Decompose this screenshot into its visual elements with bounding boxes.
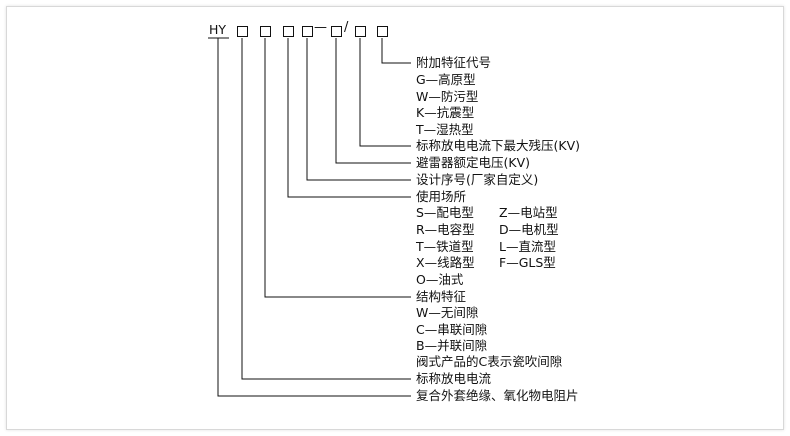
label-usage-place: 使用场所 [416,189,467,204]
code-box-7 [377,26,388,37]
label-railway-type: T—铁道型 [416,239,474,254]
label-additional-feature-code: 附加特征代号 [416,55,492,70]
label-humid-heat-type: T—湿热型 [416,122,474,137]
code-box-6 [355,26,366,37]
label-capacitor-type: R—电容型 [416,222,475,237]
code-box-4 [302,26,313,37]
label-station-type: Z—电站型 [499,205,558,220]
code-box-1 [237,26,248,37]
label-gls-type: F—GLS型 [499,255,556,270]
code-box-5 [331,26,342,37]
label-design-serial: 设计序号(厂家自定义) [416,172,539,187]
label-composite-housing-oxide: 复合外套绝缘、氧化物电阻片 [416,388,579,403]
label-max-residual-voltage: 标称放电电流下最大残压(KV) [416,138,581,153]
label-dc-type: L—直流型 [499,239,556,254]
label-parallel-gap: B—并联间隙 [416,338,488,353]
code-box-2 [260,26,271,37]
label-valve-porcelain-gap: 阀式产品的C表示瓷吹间隙 [416,354,563,369]
label-antifouling-type: W—防污型 [416,89,479,104]
label-distribution-type: S—配电型 [416,205,474,220]
label-motor-type: D—电机型 [499,222,559,237]
label-seismic-type: K—抗震型 [416,105,475,120]
code-dash: — [314,20,327,35]
label-line-type: X—线路型 [416,255,475,270]
label-structure-feature: 结构特征 [416,289,467,304]
label-nominal-discharge-current: 标称放电电流 [416,371,492,386]
model-prefix: HY [209,22,227,37]
label-no-gap: W—无间隙 [416,305,479,320]
code-box-3 [283,26,294,37]
label-series-gap: C—串联间隙 [416,322,488,337]
label-oil-type: O—油式 [416,272,464,287]
label-rated-voltage: 避雷器额定电压(KV) [416,155,531,170]
diagram-frame [6,6,784,430]
code-slash: / [344,20,349,35]
label-plateau-type: G—高原型 [416,72,476,87]
